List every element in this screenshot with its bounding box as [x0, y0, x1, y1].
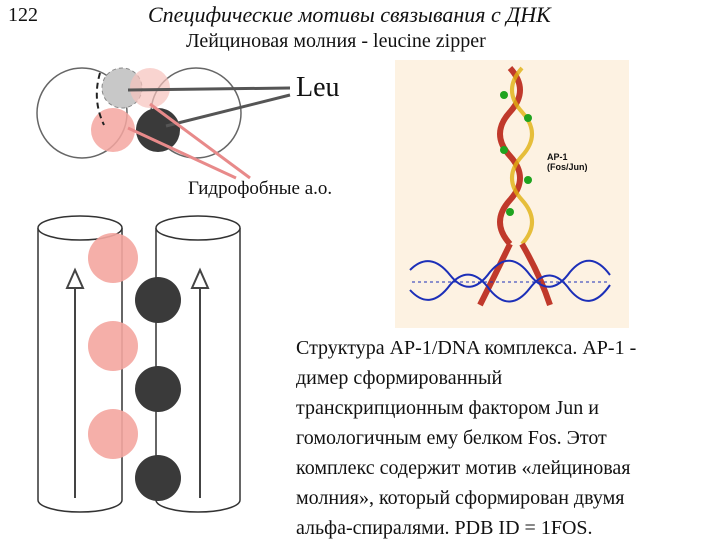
- hydrophobic-pointer-line-1: [127, 126, 237, 180]
- dna-strand-1: [409, 259, 611, 288]
- ap1-name: AP-1: [547, 152, 568, 162]
- hydrophobic-label: Гидрофобные а.о.: [188, 178, 333, 199]
- caption-line: альфа-спиралями. PDB ID = 1FOS.: [296, 517, 593, 539]
- caption-line: Структура AP-1/DNA комплекса. AP-1 -: [296, 337, 637, 359]
- slide-subtitle: Лейциновая молния - leucine zipper: [186, 30, 486, 52]
- ap1-structure-image: [395, 60, 629, 328]
- leucine-residue-pink: [91, 108, 135, 152]
- helix-arm-right: [519, 242, 553, 306]
- helical-wheel-diagram: [36, 67, 291, 180]
- leucine-residue-dark: [135, 366, 181, 412]
- helix-strand-1: [497, 65, 523, 247]
- caption-line: молния», который сформирован двумя: [296, 487, 625, 509]
- helix-wheel-left: [36, 67, 128, 159]
- ap1-subunits: (Fos/Jun): [547, 162, 588, 172]
- leucine-residue-pink: [88, 321, 138, 371]
- helix-cylinder-diagram: [37, 215, 241, 513]
- helix-strand-2: [510, 66, 534, 246]
- up-arrow-icon: [190, 267, 210, 498]
- leucine-sidechain: [524, 114, 532, 122]
- caption-line: димер сформированный: [296, 367, 503, 389]
- caption-line: транскрипционным фактором Jun и: [296, 397, 599, 419]
- leu-pointer-line-1: [127, 86, 291, 92]
- slide-title-russian: Специфические мотивы связывания с ДНК: [148, 2, 551, 27]
- leucine-residue-light: [130, 68, 170, 108]
- leucine-sidechain: [506, 208, 514, 216]
- caption-line: гомологичным ему белком Fos. Этот: [296, 427, 607, 449]
- leucine-sidechain: [524, 176, 532, 184]
- leucine-residue-dark: [135, 277, 181, 323]
- helix-arm-left: [477, 242, 513, 307]
- leucine-residue-dark: [135, 455, 181, 501]
- leucine-residue-pink: [88, 409, 138, 459]
- leucine-sidechain: [500, 91, 508, 99]
- helix-wheel-dashed-edge: [95, 72, 105, 126]
- cylinder-left-top: [37, 215, 123, 241]
- up-arrow-icon: [65, 267, 85, 498]
- leucine-sidechain: [500, 146, 508, 154]
- dna-strand-2: [409, 273, 611, 303]
- leucine-residue-pink: [88, 233, 138, 283]
- leu-pointer-line-2: [165, 93, 291, 128]
- cylinder-right-top: [155, 215, 241, 241]
- slide-number: 122: [8, 4, 38, 26]
- hydrophobic-pointer-line-2: [149, 102, 251, 180]
- ap1-structure-label: AP-1 (Fos/Jun): [547, 152, 588, 172]
- leu-label: Leu: [296, 72, 340, 103]
- structure-caption: Структура AP-1/DNA комплекса. AP-1 - дим…: [296, 333, 710, 543]
- caption-line: комплекс содержит мотив «лейциновая: [296, 457, 631, 479]
